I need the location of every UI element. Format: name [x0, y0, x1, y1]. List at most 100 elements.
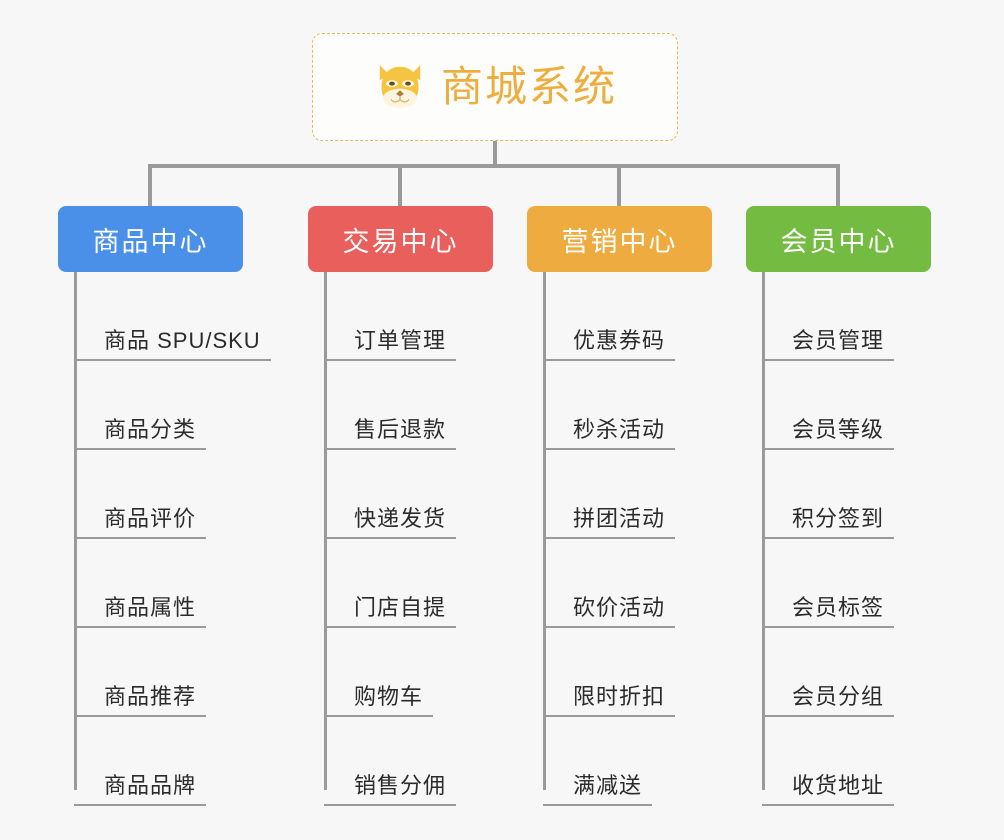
category-header-label: 会员中心 [780, 226, 897, 257]
category-header-label: 营销中心 [561, 226, 678, 257]
leaf-list-trade: 订单管理 售后退款 快递发货 门店自提 购物车 销售分佣 [324, 272, 528, 806]
leaf-underline [324, 359, 456, 361]
leaf-label: 秒杀活动 [573, 417, 666, 442]
leaf-label: 砍价活动 [573, 595, 666, 620]
leaf-label: 商品属性 [104, 595, 197, 620]
leaf-underline [74, 804, 206, 806]
category-column-product: 商品中心 商品 SPU/SKU 商品分类 商品评价 商品属性 商品推荐 [58, 206, 278, 806]
leaf-item[interactable]: 拼团活动 [543, 450, 747, 539]
leaf-label: 会员分组 [792, 684, 885, 709]
connector-drop-1 [148, 164, 152, 206]
leaf-underline [324, 804, 456, 806]
leaf-underline [324, 537, 456, 539]
leaf-rail [324, 272, 327, 790]
leaf-list-marketing: 优惠券码 秒杀活动 拼团活动 砍价活动 限时折扣 满减送 [543, 272, 747, 806]
connector-drop-4 [836, 164, 840, 206]
leaf-item[interactable]: 收货地址 [762, 717, 966, 806]
leaf-item[interactable]: 商品品牌 [74, 717, 278, 806]
category-header-member[interactable]: 会员中心 [746, 206, 931, 272]
category-column-marketing: 营销中心 优惠券码 秒杀活动 拼团活动 砍价活动 限时折扣 [527, 206, 747, 806]
leaf-item[interactable]: 商品属性 [74, 539, 278, 628]
leaf-underline [543, 448, 675, 450]
leaf-list-member: 会员管理 会员等级 积分签到 会员标签 会员分组 收货地址 [762, 272, 966, 806]
connector-drop-2 [398, 164, 402, 206]
leaf-label: 售后退款 [354, 417, 447, 442]
root-node[interactable]: 商城系统 [312, 33, 678, 141]
leaf-label: 购物车 [354, 684, 424, 709]
leaf-label: 积分签到 [792, 506, 885, 531]
leaf-item[interactable]: 满减送 [543, 717, 747, 806]
leaf-item[interactable]: 会员分组 [762, 628, 966, 717]
category-header-product[interactable]: 商品中心 [58, 206, 243, 272]
leaf-underline [324, 448, 456, 450]
leaf-item[interactable]: 商品 SPU/SKU [74, 272, 278, 361]
leaf-item[interactable]: 商品评价 [74, 450, 278, 539]
leaf-item[interactable]: 秒杀活动 [543, 361, 747, 450]
leaf-list-product: 商品 SPU/SKU 商品分类 商品评价 商品属性 商品推荐 商品品牌 [74, 272, 278, 806]
leaf-underline [74, 715, 206, 717]
leaf-underline [74, 359, 271, 361]
leaf-label: 商品评价 [104, 506, 197, 531]
leaf-underline [543, 715, 675, 717]
leaf-underline [324, 626, 456, 628]
leaf-rail [543, 272, 546, 790]
leaf-label: 会员管理 [792, 328, 885, 353]
leaf-item[interactable]: 门店自提 [324, 539, 528, 628]
leaf-item[interactable]: 售后退款 [324, 361, 528, 450]
leaf-item[interactable]: 会员标签 [762, 539, 966, 628]
root-title: 商城系统 [440, 63, 617, 110]
leaf-label: 商品分类 [104, 417, 197, 442]
leaf-item[interactable]: 会员等级 [762, 361, 966, 450]
leaf-label: 商品 SPU/SKU [104, 328, 261, 353]
leaf-underline [74, 537, 206, 539]
leaf-underline [762, 626, 894, 628]
leaf-label: 商品品牌 [104, 773, 197, 798]
leaf-item[interactable]: 砍价活动 [543, 539, 747, 628]
leaf-underline [762, 537, 894, 539]
leaf-item[interactable]: 商品推荐 [74, 628, 278, 717]
connector-root-stem [493, 141, 497, 168]
leaf-item[interactable]: 订单管理 [324, 272, 528, 361]
leaf-label: 拼团活动 [573, 506, 666, 531]
leaf-item[interactable]: 积分签到 [762, 450, 966, 539]
leaf-label: 会员等级 [792, 417, 885, 442]
leaf-label: 销售分佣 [354, 773, 447, 798]
leaf-rail [762, 272, 765, 790]
leaf-underline [543, 537, 675, 539]
leaf-label: 满减送 [573, 773, 643, 798]
leaf-label: 订单管理 [354, 328, 447, 353]
leaf-item[interactable]: 限时折扣 [543, 628, 747, 717]
category-header-label: 商品中心 [92, 226, 209, 257]
leaf-underline [74, 448, 206, 450]
leaf-label: 收货地址 [792, 773, 885, 798]
leaf-item[interactable]: 商品分类 [74, 361, 278, 450]
leaf-label: 快递发货 [354, 506, 447, 531]
leaf-underline [324, 715, 433, 717]
category-column-member: 会员中心 会员管理 会员等级 积分签到 会员标签 会员分组 [746, 206, 966, 806]
leaf-underline [543, 359, 675, 361]
leaf-underline [762, 448, 894, 450]
leaf-underline [762, 715, 894, 717]
leaf-underline [74, 626, 206, 628]
connector-drop-3 [617, 164, 621, 206]
dog-face-icon [379, 65, 421, 109]
leaf-label: 会员标签 [792, 595, 885, 620]
category-header-marketing[interactable]: 营销中心 [527, 206, 712, 272]
leaf-underline [543, 626, 675, 628]
leaf-underline [762, 804, 894, 806]
leaf-label: 商品推荐 [104, 684, 197, 709]
leaf-item[interactable]: 快递发货 [324, 450, 528, 539]
leaf-item[interactable]: 购物车 [324, 628, 528, 717]
leaf-item[interactable]: 优惠券码 [543, 272, 747, 361]
connector-horizontal-bus [148, 164, 840, 168]
category-header-trade[interactable]: 交易中心 [308, 206, 493, 272]
leaf-label: 优惠券码 [573, 328, 666, 353]
category-header-label: 交易中心 [342, 226, 459, 257]
leaf-rail [74, 272, 77, 790]
leaf-item[interactable]: 会员管理 [762, 272, 966, 361]
leaf-item[interactable]: 销售分佣 [324, 717, 528, 806]
category-column-trade: 交易中心 订单管理 售后退款 快递发货 门店自提 购物车 [308, 206, 528, 806]
leaf-label: 门店自提 [354, 595, 447, 620]
leaf-underline [762, 359, 894, 361]
